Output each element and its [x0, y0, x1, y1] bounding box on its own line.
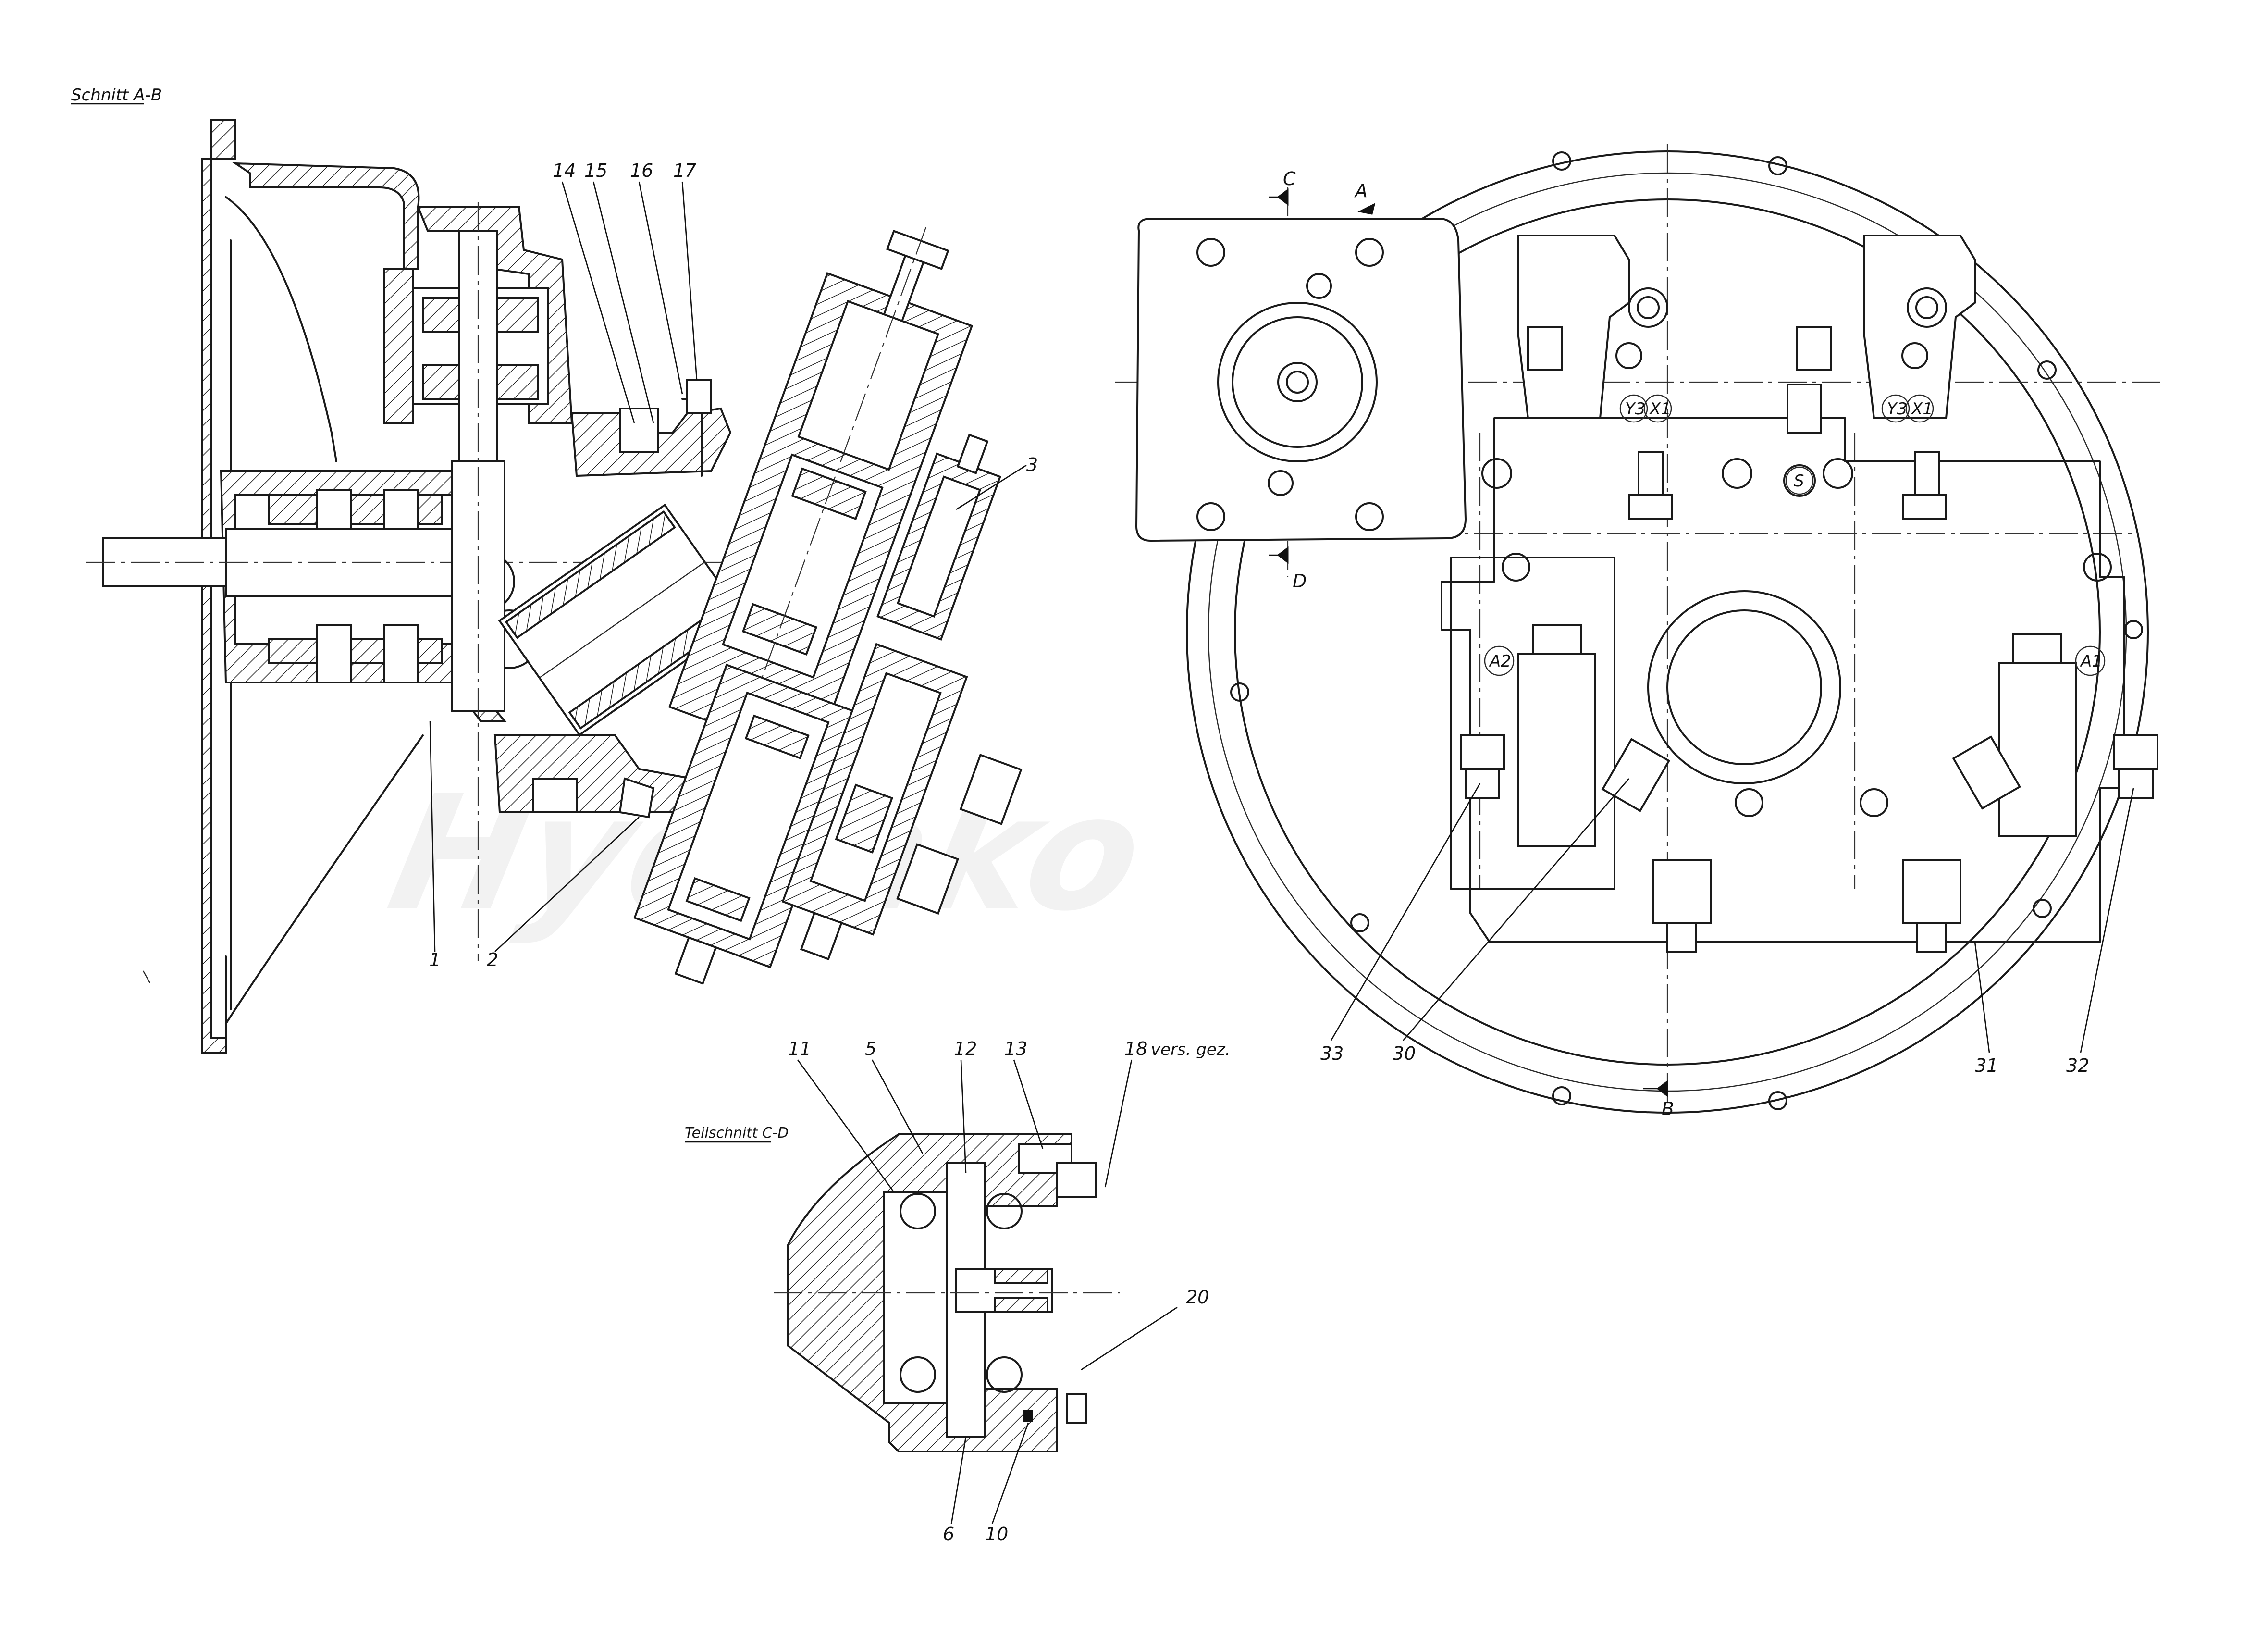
part-label-15: 15 — [584, 160, 607, 181]
port-label-y3-left: Y3 — [1625, 399, 1645, 419]
part-label-3: 3 — [1026, 454, 1038, 475]
port-label-a2: A2 — [1489, 652, 1511, 671]
part-label-5: 5 — [865, 1038, 876, 1059]
part-label-30: 30 — [1393, 1043, 1416, 1064]
section-cd-view: Teilschnitt C-D 11 5 12 13 18 vers. gez.… — [685, 1038, 1231, 1545]
section-mark-a: A — [1354, 180, 1368, 201]
part-label-14: 14 — [553, 160, 576, 181]
port-label-s: S — [1794, 471, 1804, 491]
part-label-18: 18 — [1124, 1038, 1147, 1059]
section-ab-title: Schnitt A-B — [71, 86, 162, 105]
part-label-18-note: vers. gez. — [1151, 1040, 1231, 1059]
part-label-17: 17 — [673, 160, 696, 181]
part-label-32: 32 — [2066, 1055, 2089, 1076]
section-mark-c: C — [1283, 168, 1296, 189]
port-label-x1-right: X1 — [1911, 399, 1933, 419]
part-label-31: 31 — [1975, 1055, 1998, 1076]
section-cd-title: Teilschnitt C-D — [685, 1125, 789, 1141]
part-label-1: 1 — [429, 949, 441, 970]
part-label-33: 33 — [1320, 1043, 1344, 1064]
front-view: C D A B Y3 X1 Y3 X1 S A1 A2 33 30 31 32 — [1115, 144, 2162, 1119]
part-label-11: 11 — [788, 1038, 811, 1059]
section-ab-view: Schnitt A-B 14 15 16 17 3 1 2 — [71, 86, 1038, 1054]
part-label-16: 16 — [630, 160, 653, 181]
section-mark-b: B — [1662, 1098, 1674, 1119]
part-label-2: 2 — [487, 949, 498, 970]
part-label-10: 10 — [985, 1524, 1008, 1545]
port-label-y3-right: Y3 — [1887, 399, 1907, 419]
section-mark-d: D — [1293, 571, 1307, 592]
port-label-x1-left: X1 — [1649, 399, 1671, 419]
part-label-20: 20 — [1186, 1287, 1209, 1308]
part-label-13: 13 — [1004, 1038, 1027, 1059]
part-label-6: 6 — [943, 1524, 954, 1545]
part-label-12: 12 — [954, 1038, 977, 1059]
port-label-a1: A1 — [2080, 652, 2102, 671]
